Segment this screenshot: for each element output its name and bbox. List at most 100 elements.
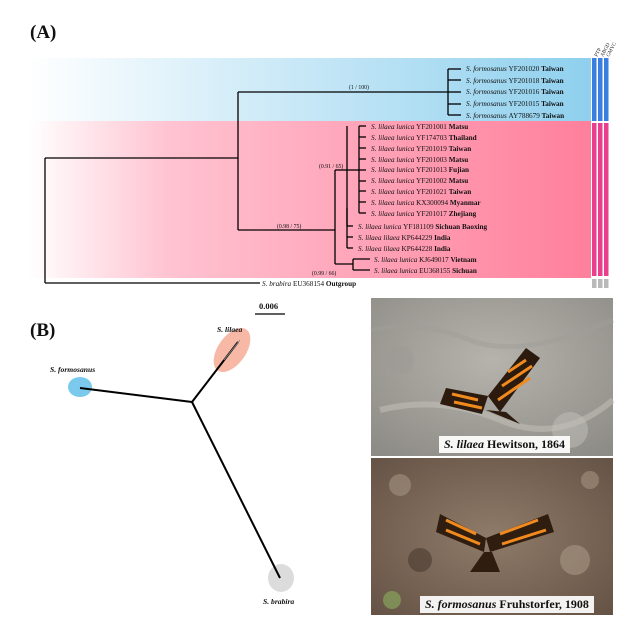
tip-label: S. formosanus YF201020 Taiwan (466, 65, 564, 73)
tip-accession: YF201020 (509, 65, 542, 73)
tip-locality: Taiwan (449, 145, 472, 153)
delimitation-bar (604, 279, 609, 288)
tip-label: S. brabira EU368154 Outgroup (262, 280, 356, 288)
clade-band-formosanus (28, 58, 591, 121)
tip-species: S. lilaea lunica (374, 256, 419, 264)
phylogenetic-tree (44, 68, 461, 284)
support-value: (0.98 / 75) (277, 223, 301, 230)
tip-locality: Matsu (449, 177, 469, 185)
panel-a-label: (A) (30, 22, 56, 43)
tip-locality: Taiwan (541, 77, 564, 85)
method-label: PTP (593, 47, 603, 58)
haplotype-network: S. lilaea S. formosanus S. brabira (50, 325, 294, 606)
support-value: (1 / 100) (349, 84, 369, 91)
photo-caption-species: S. formosanus (425, 597, 497, 611)
tip-accession: YF201003 (416, 156, 449, 164)
tip-label: S. lilaea lunica KX300094 Myanmar (371, 199, 481, 207)
tip-species: S. lilaea lunica (358, 223, 403, 231)
photo-caption-species: S. lilaea (444, 437, 485, 451)
support-value: (0.91 / 65) (319, 163, 343, 170)
tip-accession: YF201002 (416, 177, 449, 185)
tip-accession: KX300094 (416, 199, 450, 207)
tip-locality: Outgroup (326, 280, 356, 288)
tip-species: S. formosanus (466, 65, 509, 73)
delimitation-bars (592, 58, 609, 288)
tip-label: S. lilaea lunica YF201019 Taiwan (371, 145, 471, 153)
tip-species: S. lilaea lunica (371, 134, 416, 142)
butterfly-icon (440, 348, 540, 424)
delimitation-bar (604, 58, 609, 121)
delimitation-bar (604, 123, 609, 276)
delimitation-bar (592, 123, 597, 276)
tip-species: S. lilaea lunica (371, 177, 416, 185)
tip-species: S. lilaea lunica (371, 210, 416, 218)
network-label-lilaea: S. lilaea (217, 325, 243, 334)
delimitation-bar (598, 123, 603, 276)
tip-locality: Matsu (449, 156, 469, 164)
tip-accession: YF174703 (416, 134, 449, 142)
tip-label: S. lilaea lunica KJ649017 Vietnam (374, 256, 477, 264)
tip-locality: Vietnam (450, 256, 476, 264)
tip-accession: YF201018 (509, 77, 542, 85)
tip-label: S. formosanus AY788679 Taiwan (466, 112, 564, 120)
tip-accession: YF201015 (509, 100, 542, 108)
tip-label: S. lilaea lunica YF201002 Matsu (371, 177, 468, 185)
tip-label: S. lilaea lilaea KP644229 India (358, 234, 451, 242)
butterfly-photo-lilaea (370, 298, 615, 456)
tip-label: S. lilaea lunica YF201001 Matsu (371, 123, 468, 131)
tip-label: S. lilaea lunica YF174703 Thailand (371, 134, 477, 142)
tip-locality: Sichuan (452, 267, 477, 275)
tip-label: S. lilaea lunica YF201003 Matsu (371, 156, 468, 164)
tip-accession: KJ649017 (419, 256, 450, 264)
tip-accession: KP644228 (402, 245, 435, 253)
tip-locality: Taiwan (541, 100, 564, 108)
tip-locality: Zhejiang (449, 210, 477, 218)
tip-species: S. lilaea lunica (371, 156, 416, 164)
photo-caption-authority: Hewitson, 1864 (487, 437, 566, 451)
photo-caption-authority: Fruhstorfer, 1908 (499, 597, 589, 611)
tip-accession: KP644229 (402, 234, 435, 242)
tip-locality: Taiwan (542, 112, 565, 120)
method-headers: PTP ABGD GMYC (593, 41, 618, 58)
tip-locality: Sichuan Baoxing (435, 223, 487, 231)
tip-accession: YF201017 (416, 210, 449, 218)
delimitation-bar (598, 279, 603, 288)
support-values: (1 / 100) (0.91 / 65) (0.98 / 75) (0.99 … (277, 84, 369, 277)
tip-accession: EU368154 (293, 280, 326, 288)
tip-locality: India (434, 245, 451, 253)
tip-locality: Thailand (449, 134, 477, 142)
tip-locality: Fujian (449, 166, 469, 174)
tip-label: S. lilaea lunica YF201013 Fujian (371, 166, 469, 174)
scale-bar-label: 0.006 (259, 301, 278, 311)
tip-locality: Taiwan (449, 188, 472, 196)
tip-species: S. lilaea lilaea (358, 234, 402, 242)
tip-species: S. brabira (262, 280, 293, 288)
tip-accession: YF201021 (416, 188, 449, 196)
tip-accession: YF181109 (403, 223, 435, 231)
butterfly-icon (436, 514, 554, 572)
tip-label: S. lilaea lunica EU368155 Sichuan (374, 267, 477, 275)
tip-species: S. lilaea lunica (371, 166, 416, 174)
ellipse-formosanus (68, 377, 92, 397)
tip-label: S. lilaea lunica YF201017 Zhejiang (371, 210, 477, 218)
support-value: (0.99 / 66) (312, 270, 336, 277)
tip-label: S. formosanus YF201016 Taiwan (466, 88, 564, 96)
butterfly-photo-formosanus (371, 458, 613, 615)
delimitation-bar (592, 58, 597, 121)
tip-locality: Taiwan (541, 65, 564, 73)
tip-species: S. formosanus (466, 100, 509, 108)
photo-caption-formosanus: S. formosanus Fruhstorfer, 1908 (420, 596, 594, 613)
delimitation-bar (598, 58, 603, 121)
tip-species: S. formosanus (466, 77, 509, 85)
photo-caption-lilaea: S. lilaea Hewitson, 1864 (439, 436, 571, 453)
tip-accession: EU368155 (419, 267, 452, 275)
panel-b-label: (B) (30, 320, 55, 341)
delimitation-bar (592, 279, 597, 288)
tip-accession: YF201019 (416, 145, 449, 153)
tip-species: S. lilaea lunica (371, 199, 416, 207)
ellipse-brabira (268, 564, 294, 592)
tip-label: S. formosanus YF201018 Taiwan (466, 77, 564, 85)
tip-label: S. lilaea lunica YF201021 Taiwan (371, 188, 471, 196)
